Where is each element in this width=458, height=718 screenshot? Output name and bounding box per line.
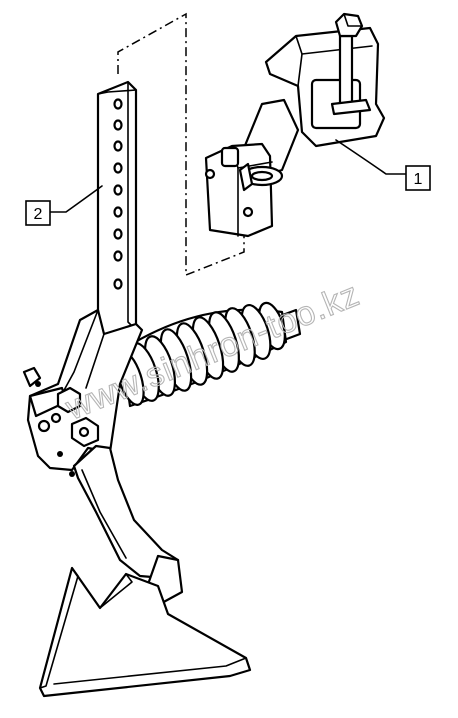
assembly-guide-line bbox=[117, 12, 245, 277]
sweep-share bbox=[38, 566, 252, 698]
mounting-bracket bbox=[204, 12, 386, 238]
coil-spring bbox=[115, 301, 302, 408]
tine-shank bbox=[96, 80, 138, 336]
shank-holes bbox=[113, 98, 123, 290]
callout-label-2: 2 bbox=[34, 206, 43, 223]
callout-label-1: 1 bbox=[414, 171, 423, 188]
callout-2: 2 bbox=[25, 185, 103, 226]
pivot-holder bbox=[22, 308, 144, 472]
callout-1: 1 bbox=[335, 139, 431, 191]
